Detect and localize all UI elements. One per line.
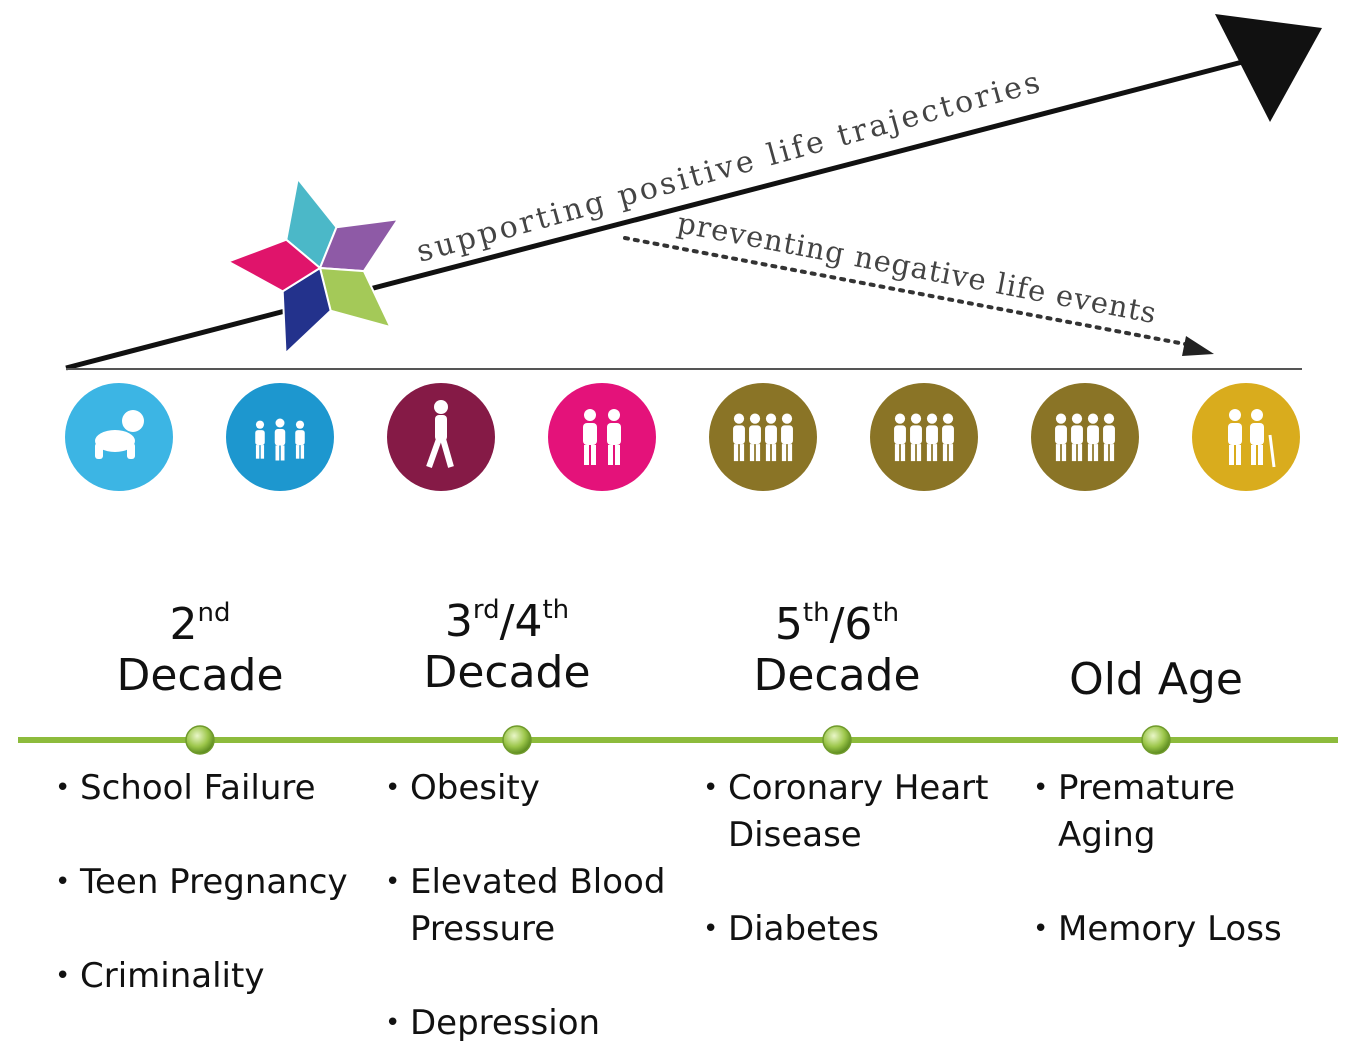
positive-trajectory-arrow: [65, 57, 1251, 371]
star-segment: [318, 266, 393, 329]
decade-label: Decade: [753, 649, 921, 701]
risk-list: Premature AgingMemory Loss: [1033, 765, 1338, 953]
walking-teen-icon: [387, 383, 495, 491]
decade-label: Decade: [116, 649, 284, 701]
risk-item: Obesity: [385, 765, 690, 812]
adult-group-icon: [870, 383, 978, 491]
young-couple-icon: [548, 383, 656, 491]
children-group-icon: [226, 383, 334, 491]
svg-text:preventing negative life event: preventing negative life events: [675, 205, 1160, 330]
crawling-baby-icon: [65, 383, 173, 491]
timeline-node: [185, 725, 215, 755]
risk-list: ObesityElevated Blood PressureDepression: [385, 765, 690, 1047]
timeline-node: [502, 725, 532, 755]
adult-group-icon: [709, 383, 817, 491]
risk-list: School FailureTeen PregnancyCriminality: [55, 765, 360, 1000]
risk-list: Coronary Heart DiseaseDiabetes: [703, 765, 1008, 953]
risk-item: School Failure: [55, 765, 360, 812]
star-segment: [225, 238, 322, 293]
decade-ordinal: 3rd/4th: [444, 595, 570, 647]
risk-item: Depression: [385, 1000, 690, 1047]
risk-item: Teen Pregnancy: [55, 859, 360, 906]
risk-item: Elevated Blood Pressure: [385, 859, 690, 953]
life-stage-icons: [65, 383, 1300, 491]
decade-label: Decade: [423, 646, 591, 698]
risk-item: Premature Aging: [1033, 765, 1338, 859]
timeline-node: [1141, 725, 1171, 755]
decade-ordinal: 5th/6th: [774, 598, 900, 650]
timeline-node: [822, 725, 852, 755]
decade-heading: Old Age: [1006, 654, 1306, 706]
elderly-couple-icon: [1192, 383, 1300, 491]
timeline-nodes: [185, 725, 1171, 755]
decade-label: Old Age: [1069, 654, 1243, 705]
risk-item: Criminality: [55, 953, 360, 1000]
adult-group-icon: [1031, 383, 1139, 491]
risk-item: Diabetes: [703, 906, 1008, 953]
dotted-arrowhead: [1182, 336, 1214, 356]
risk-item: Coronary Heart Disease: [703, 765, 1008, 859]
star-logo: [225, 176, 401, 356]
negative-events-label: preventing negative life events: [675, 205, 1159, 330]
negative-events-arrow: [623, 236, 1192, 347]
risk-item: Memory Loss: [1033, 906, 1338, 953]
arrowhead: [1215, 14, 1322, 122]
decade-ordinal: 2nd: [169, 598, 231, 650]
